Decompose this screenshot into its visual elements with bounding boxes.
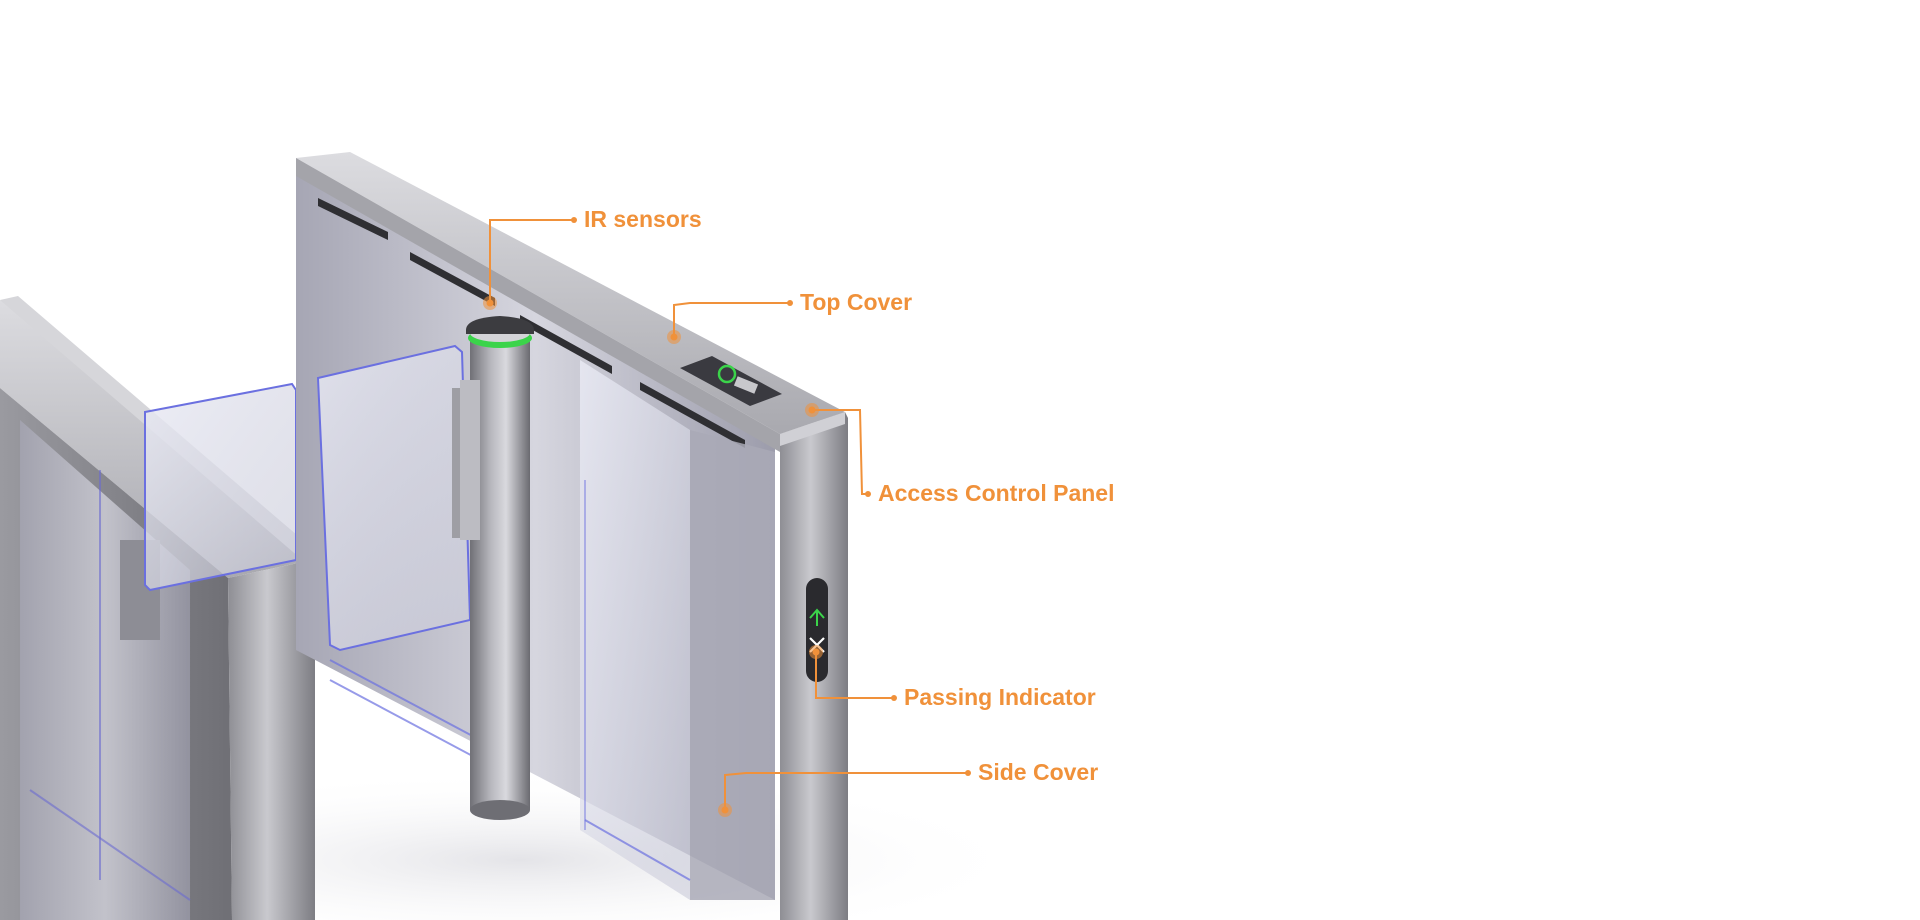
callout-passing-indicator-label: Passing Indicator — [904, 684, 1096, 710]
center-post — [452, 316, 534, 820]
callout-side-cover-label: Side Cover — [978, 759, 1099, 785]
callout-dots — [483, 217, 971, 817]
callout-top-cover-label: Top Cover — [800, 289, 913, 315]
callout-access-control-panel-label: Access Control Panel — [878, 480, 1115, 506]
callout-ir-sensors-label: IR sensors — [584, 206, 702, 232]
right-cabinet — [296, 152, 848, 920]
